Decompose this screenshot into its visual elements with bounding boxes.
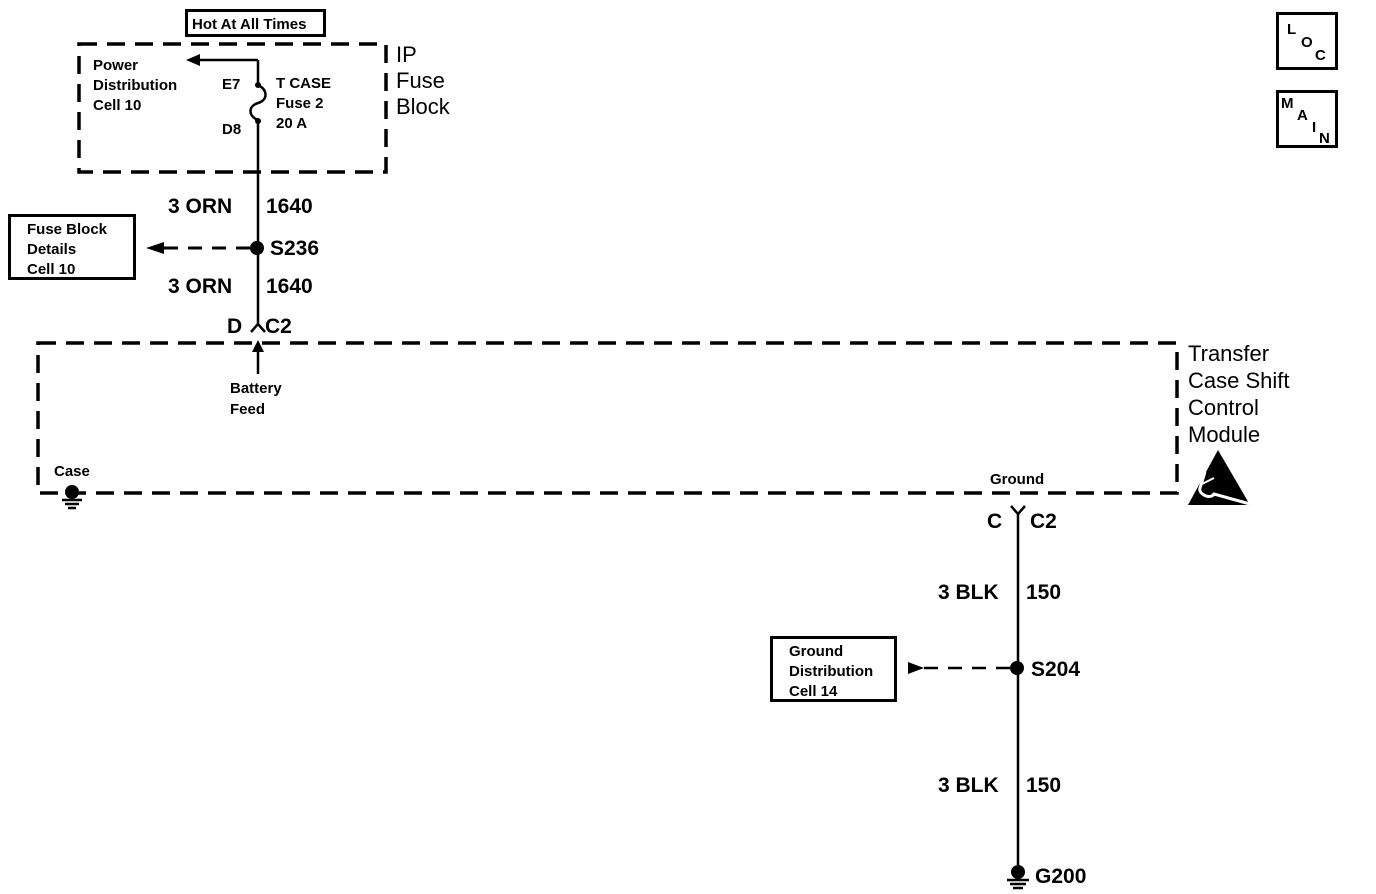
module-outline bbox=[36, 341, 1179, 495]
power-distribution-ref-line: Distribution bbox=[93, 77, 178, 94]
splice-s236-ref-arrow-icon bbox=[146, 242, 164, 254]
fuse-block-outline bbox=[77, 42, 388, 174]
lower-wire-1-gauge-color: 3 BLK bbox=[938, 581, 999, 604]
splice-s204-dot bbox=[1010, 661, 1024, 675]
lower-wire-2-gauge-color: 3 BLK bbox=[938, 774, 999, 797]
module-name-line: Transfer bbox=[1188, 341, 1270, 366]
battery-connector-icon bbox=[250, 322, 266, 333]
ground-distribution-ref-line: Cell 14 bbox=[789, 683, 838, 700]
fuse-block-name-line: IP bbox=[396, 42, 417, 67]
hot-at-all-times-label: Hot At All Times bbox=[192, 16, 307, 33]
module-name-line: Control bbox=[1188, 395, 1259, 420]
main-letter: A bbox=[1297, 107, 1308, 124]
ground-distribution-ref-line: Distribution bbox=[789, 663, 874, 680]
upper-wire-2-gauge-color: 3 ORN bbox=[168, 275, 233, 298]
power-distribution-ref-line: Cell 10 bbox=[93, 97, 142, 114]
esd-sensitive-icon bbox=[1188, 450, 1251, 506]
fuse-block-name-line: Fuse bbox=[396, 68, 445, 93]
loc-badge-button[interactable]: L O C bbox=[1276, 12, 1338, 70]
ground-distribution-ref-box[interactable]: Ground Distribution Cell 14 bbox=[770, 636, 897, 702]
power-feed-arrow-icon bbox=[186, 54, 200, 66]
fuse-block-name-line: Block bbox=[396, 94, 450, 119]
g200-ground-icon bbox=[1007, 865, 1029, 890]
ground-connector-id: C2 bbox=[1030, 510, 1057, 533]
splice-s236-label: S236 bbox=[270, 237, 320, 260]
upper-wire-1-gauge-color: 3 ORN bbox=[168, 195, 233, 218]
lower-wire-1-circuit: 150 bbox=[1026, 581, 1062, 604]
ground-connector-pin: C bbox=[987, 510, 1003, 533]
loc-letter: L bbox=[1287, 21, 1297, 38]
ground-distribution-ref-line: Ground bbox=[789, 643, 844, 660]
power-distribution-ref-line: Power bbox=[93, 57, 139, 74]
fuse-pin-d8: D8 bbox=[222, 121, 242, 138]
fuse-name: T CASE bbox=[276, 75, 332, 92]
main-badge-button[interactable]: M A I N bbox=[1276, 90, 1338, 148]
power-distribution-ref[interactable]: Power Distribution Cell 10 bbox=[93, 56, 177, 116]
module-name: Transfer Case Shift Control Module bbox=[1188, 340, 1290, 448]
splice-s204-label: S204 bbox=[1031, 658, 1081, 681]
fuse-block-details-ref-line: Fuse Block bbox=[27, 221, 108, 238]
splice-s236-dot bbox=[250, 241, 264, 255]
battery-feed-label-line: Battery bbox=[230, 380, 282, 397]
fuse-block-name: IP Fuse Block bbox=[396, 42, 450, 120]
fuse-block-details-ref-box[interactable]: Fuse Block Details Cell 10 bbox=[8, 214, 136, 280]
loc-letter: O bbox=[1301, 34, 1313, 51]
splice-s204-ref-arrow-icon bbox=[908, 662, 924, 674]
fuse-block-details-ref-line: Cell 10 bbox=[27, 261, 76, 278]
fuse-block-details-ref: Fuse Block Details Cell 10 bbox=[27, 220, 107, 280]
fuse-pin-e7: E7 bbox=[222, 76, 241, 93]
battery-feed-label-line: Feed bbox=[230, 401, 266, 418]
ground-point-g200: G200 bbox=[1035, 865, 1087, 888]
hot-at-all-times-label-box: Hot At All Times bbox=[185, 9, 326, 37]
ground-distribution-ref: Ground Distribution Cell 14 bbox=[789, 642, 873, 702]
loc-letter: C bbox=[1315, 47, 1326, 64]
main-letter: I bbox=[1312, 119, 1317, 136]
module-name-line: Module bbox=[1188, 422, 1261, 447]
battery-connector-pin: D bbox=[227, 315, 243, 338]
fuse-block-details-ref-line: Details bbox=[27, 241, 77, 258]
case-ground-icon bbox=[62, 485, 82, 510]
ground-connector-icon bbox=[1010, 505, 1026, 516]
ground-label: Ground bbox=[990, 471, 1045, 488]
battery-feed-label: Battery Feed bbox=[230, 378, 282, 420]
fuse-icon bbox=[249, 83, 267, 122]
upper-wire-1-circuit: 1640 bbox=[266, 195, 313, 218]
lower-wire-2-circuit: 150 bbox=[1026, 774, 1062, 797]
fuse-info: T CASE Fuse 2 20 A bbox=[276, 74, 331, 134]
main-letter: N bbox=[1319, 130, 1330, 147]
fuse-rating: 20 A bbox=[276, 115, 308, 132]
module-name-line: Case Shift bbox=[1188, 368, 1290, 393]
fuse-number: Fuse 2 bbox=[276, 95, 324, 112]
battery-connector-id: C2 bbox=[265, 315, 292, 338]
main-letter: M bbox=[1281, 95, 1294, 112]
case-label: Case bbox=[54, 463, 90, 480]
battery-feed-arrow-icon bbox=[252, 340, 264, 352]
upper-wire-2-circuit: 1640 bbox=[266, 275, 313, 298]
